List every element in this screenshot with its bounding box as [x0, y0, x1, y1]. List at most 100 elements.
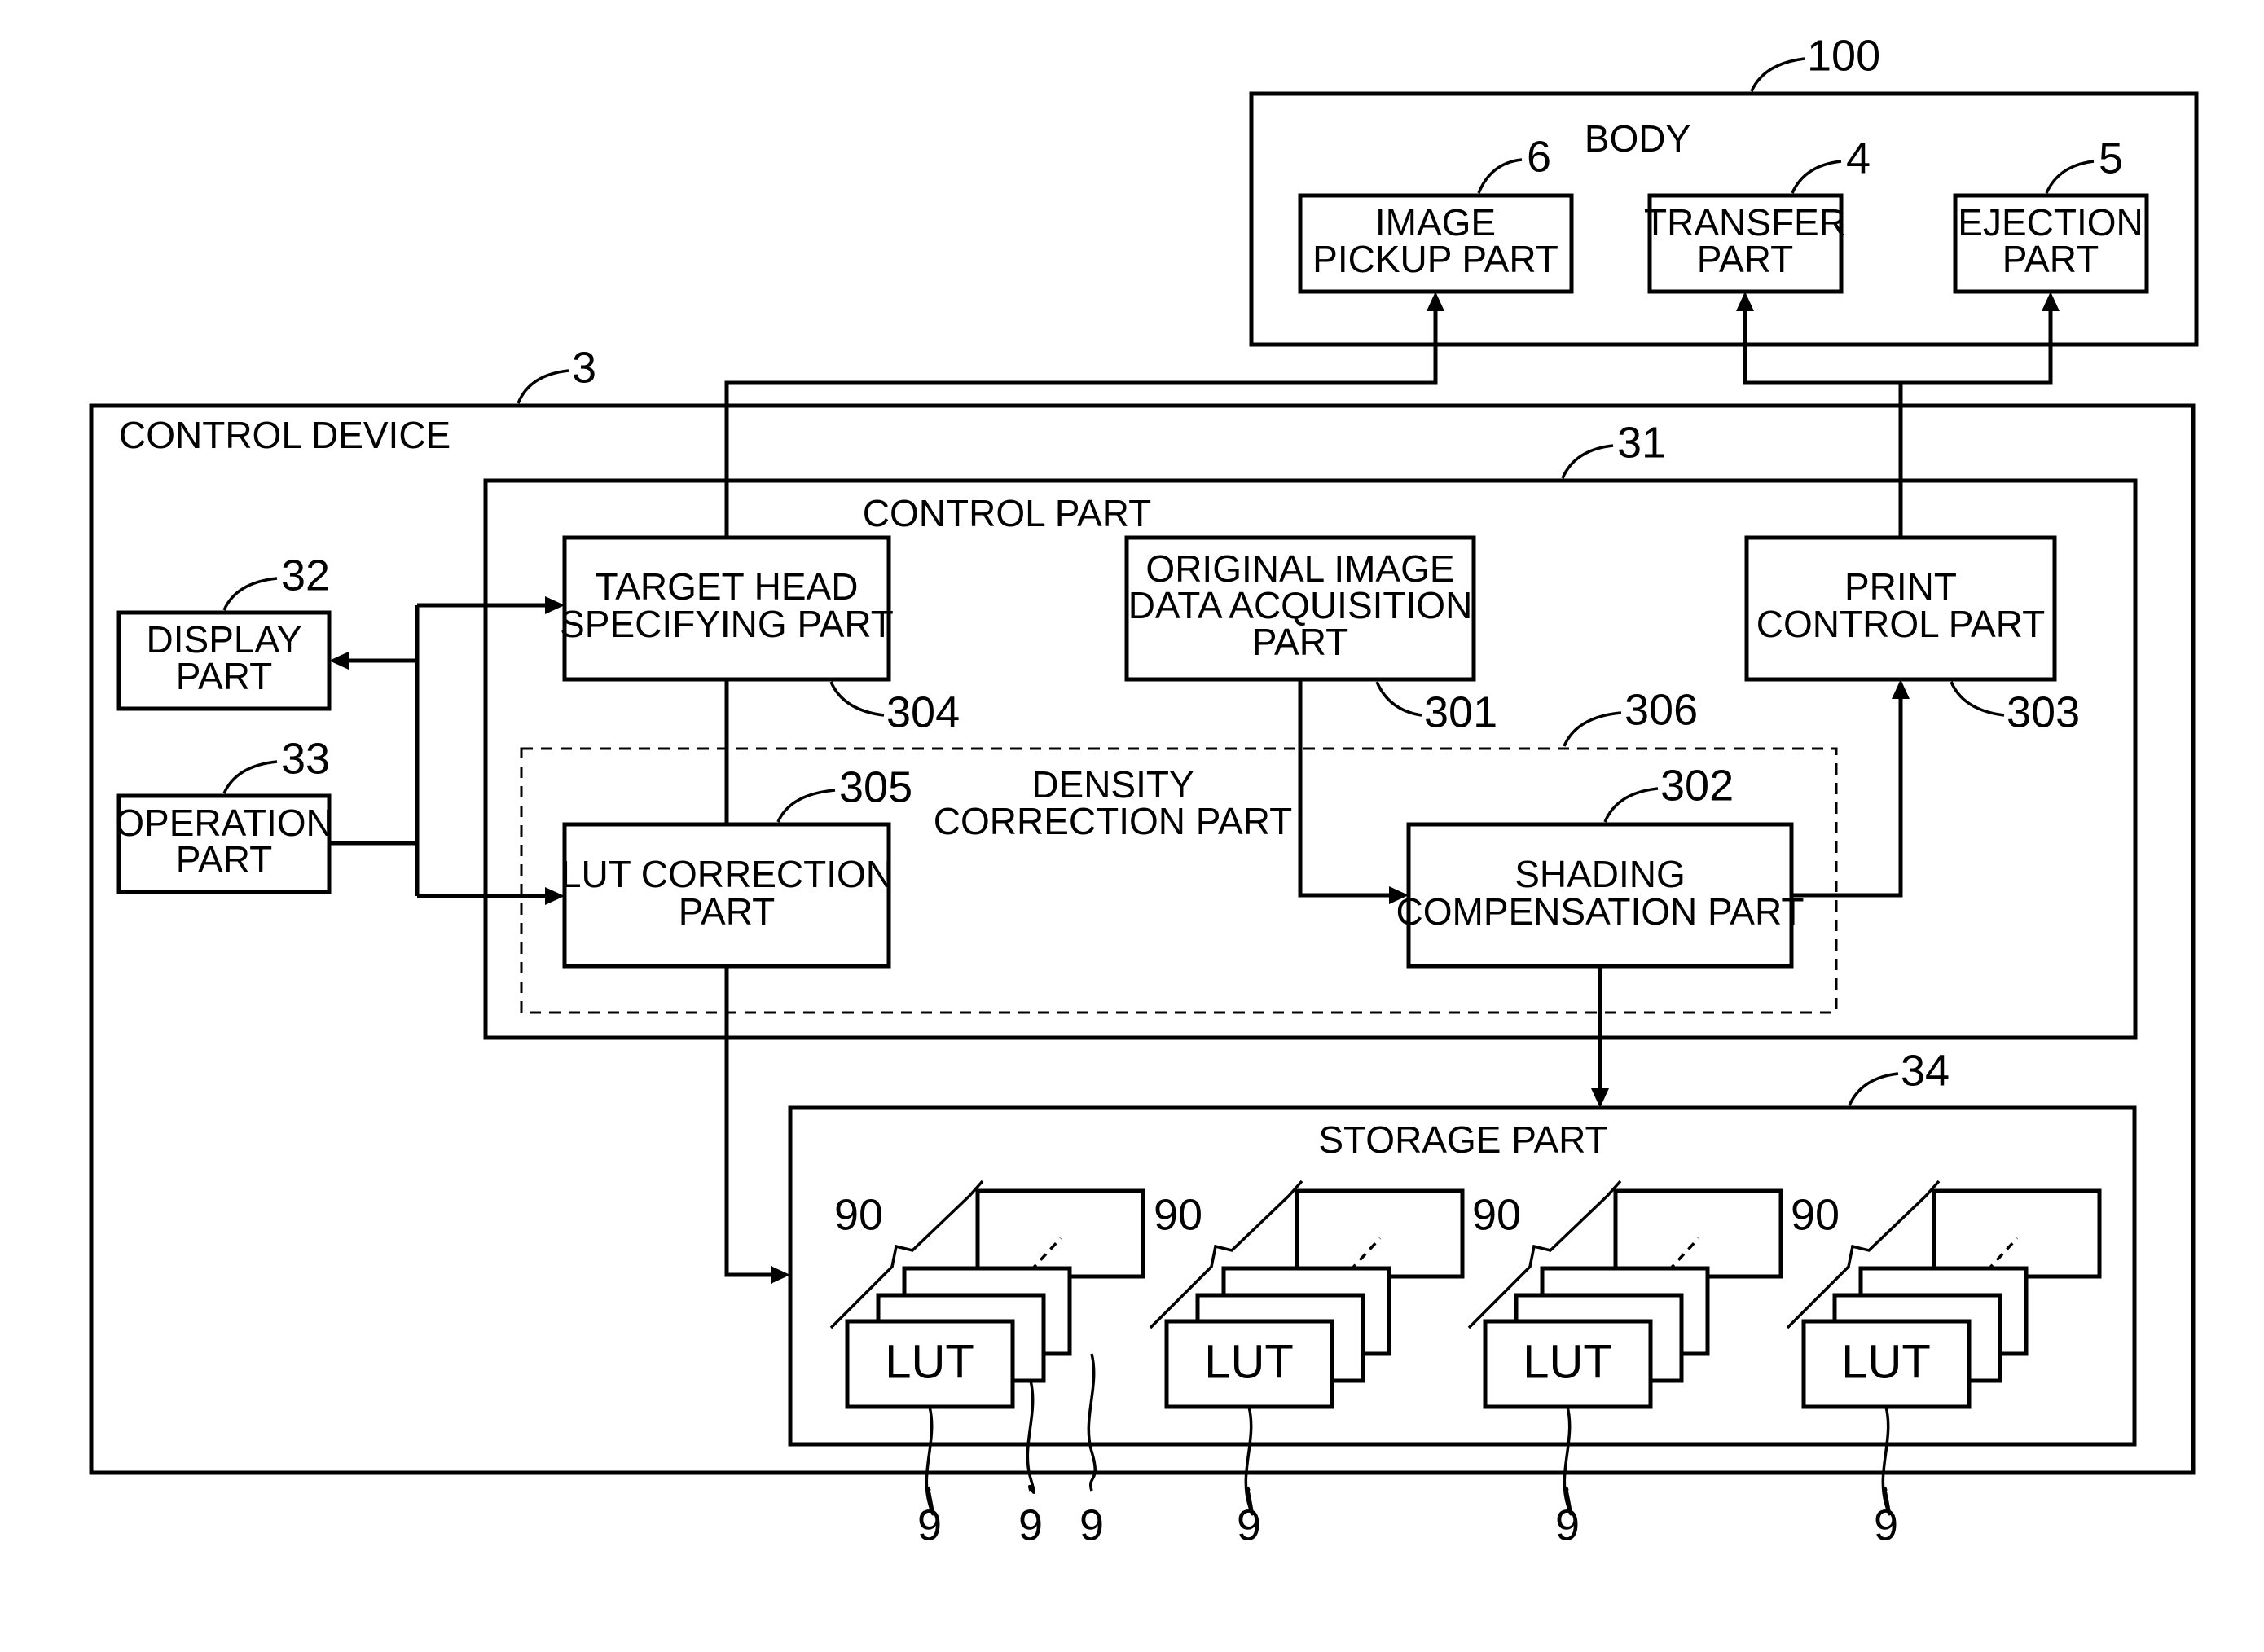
lut-table-back	[1934, 1191, 2099, 1276]
print-control-part: PRINT CONTROL PART 303	[1747, 538, 2080, 736]
control-device-leader-line	[518, 371, 569, 403]
body-block: BODY 100 IMAGE PICKUP PART 6 TRANSFER PA…	[1251, 31, 2196, 345]
lut-group: LUT 90 9	[1150, 1181, 1462, 1549]
control-part-title: CONTROL PART	[863, 492, 1151, 534]
storage-part-title: STORAGE PART	[1318, 1118, 1607, 1161]
lut-correction-label-line2: PART	[679, 890, 775, 933]
shading-label-line1: SHADING	[1514, 853, 1686, 895]
operation-part: OPERATION PART 33	[115, 734, 333, 892]
original-image-leader-line	[1377, 682, 1422, 715]
original-image-label-line3: PART	[1252, 621, 1348, 663]
storage-part-leader-line	[1849, 1074, 1898, 1105]
shading-leader-line	[1605, 789, 1658, 822]
arrowhead-ejection	[2042, 292, 2060, 311]
lut-correction-leader-line	[778, 790, 835, 822]
arrowhead-image-pickup	[1427, 292, 1444, 311]
operation-ref: 33	[281, 734, 330, 783]
density-correction-label-line2: CORRECTION PART	[934, 800, 1292, 842]
lut-table-back	[978, 1191, 1143, 1276]
lut-label: LUT	[885, 1335, 974, 1388]
lut-ref-leader-line	[1564, 1407, 1571, 1514]
lut-group-ref: 90	[1791, 1190, 1840, 1239]
lut-correction-ref: 305	[839, 762, 912, 811]
print-control-leader-line	[1951, 682, 2004, 715]
image-pickup-leader-line	[1479, 160, 1522, 193]
transfer-ref: 4	[1846, 134, 1871, 182]
lut-ref-leader-line	[1088, 1354, 1095, 1491]
target-head-ref: 304	[886, 688, 960, 736]
lut-group-ref: 90	[834, 1190, 883, 1239]
print-control-ref: 303	[2007, 688, 2080, 736]
lut-correction-part: LUT CORRECTION PART 305	[561, 762, 912, 966]
lut-table-back	[1616, 1191, 1781, 1276]
ejection-part: EJECTION PART 5	[1955, 134, 2147, 292]
target-head-leader-line	[831, 682, 884, 715]
lut-ref: 9	[1018, 1500, 1043, 1549]
shading-label-line2: COMPENSATION PART	[1396, 890, 1805, 933]
lut-ref: 9	[917, 1500, 942, 1549]
image-pickup-ref: 6	[1527, 132, 1551, 181]
control-part-leader-line	[1563, 446, 1613, 478]
target-head-specifying-part: TARGET HEAD SPECIFYING PART 304	[560, 538, 960, 736]
ejection-ref: 5	[2099, 134, 2123, 182]
ejection-label-line2: PART	[2002, 238, 2099, 280]
original-image-ref: 301	[1424, 688, 1497, 736]
lut-label: LUT	[1523, 1335, 1612, 1388]
display-part: DISPLAY PART 32	[119, 551, 330, 709]
connections	[329, 292, 2060, 1284]
arrowhead-storage-top	[1591, 1088, 1609, 1108]
print-control-label-line2: CONTROL PART	[1756, 603, 2045, 645]
print-control-label-line1: PRINT	[1844, 565, 1957, 608]
arrowhead-transfer	[1736, 292, 1754, 311]
lut-group: LUT 90 9	[1787, 1181, 2099, 1549]
display-label-line2: PART	[176, 655, 272, 697]
lut-label: LUT	[1204, 1335, 1294, 1388]
lut-ref-leader-line	[1027, 1381, 1034, 1492]
lut-group-ref: 90	[1154, 1190, 1202, 1239]
operation-label-line2: PART	[176, 838, 272, 881]
lut-group: LUT 90 9	[1469, 1181, 1781, 1549]
lut-table-back	[1297, 1191, 1462, 1276]
shading-ref: 302	[1660, 761, 1734, 810]
target-head-label-line1: TARGET HEAD	[596, 565, 859, 608]
transfer-leader-line	[1792, 161, 1841, 193]
body-title: BODY	[1585, 117, 1690, 160]
lut-ref: 9	[1079, 1500, 1104, 1549]
target-head-label-line2: SPECIFYING PART	[560, 603, 894, 645]
lut-groups: LUT90999LUT909LUT909LUT909	[831, 1181, 2099, 1549]
shading-compensation-part: SHADING COMPENSATION PART 302	[1396, 761, 1805, 966]
display-leader-line	[224, 578, 277, 610]
density-correction-ref: 306	[1624, 685, 1698, 734]
ejection-leader-line	[2046, 161, 2094, 193]
storage-part-ref: 34	[1901, 1046, 1950, 1095]
transfer-label-line2: PART	[1697, 238, 1793, 280]
operation-leader-line	[224, 762, 277, 793]
lut-ref: 9	[1237, 1500, 1261, 1549]
lut-ref: 9	[1555, 1500, 1580, 1549]
arrowhead-print-control	[1892, 679, 1910, 699]
lut-ref-leader-line	[1883, 1407, 1889, 1514]
lut-ref-leader-line	[1246, 1407, 1252, 1514]
control-device-title: CONTROL DEVICE	[119, 414, 451, 456]
lut-correction-label-line1: LUT CORRECTION	[561, 853, 893, 895]
image-pickup-label-line2: PICKUP PART	[1312, 238, 1558, 280]
body-leader-line	[1752, 59, 1805, 91]
control-part-block: CONTROL PART 31 DENSITY CORRECTION PART …	[486, 418, 2135, 1038]
lut-ref: 9	[1874, 1500, 1898, 1549]
body-ref: 100	[1807, 31, 1880, 80]
density-correction-leader-line	[1564, 713, 1621, 746]
wire-shading-to-print-control	[1791, 696, 1901, 895]
arrowhead-display	[329, 652, 349, 670]
lut-group: LUT90999	[831, 1181, 1143, 1549]
lut-ref-leader-line	[926, 1407, 933, 1514]
display-ref: 32	[281, 551, 330, 600]
control-device-ref: 3	[572, 343, 596, 392]
image-pickup-part: IMAGE PICKUP PART 6	[1300, 132, 1572, 292]
control-part-ref: 31	[1617, 418, 1666, 467]
lut-group-ref: 90	[1472, 1190, 1521, 1239]
wire-original-image-to-shading	[1300, 679, 1392, 895]
lut-label: LUT	[1841, 1335, 1931, 1388]
arrowhead-storage-left	[771, 1266, 790, 1284]
original-image-data-acquisition-part: ORIGINAL IMAGE DATA ACQUISITION PART 301	[1127, 538, 1497, 736]
